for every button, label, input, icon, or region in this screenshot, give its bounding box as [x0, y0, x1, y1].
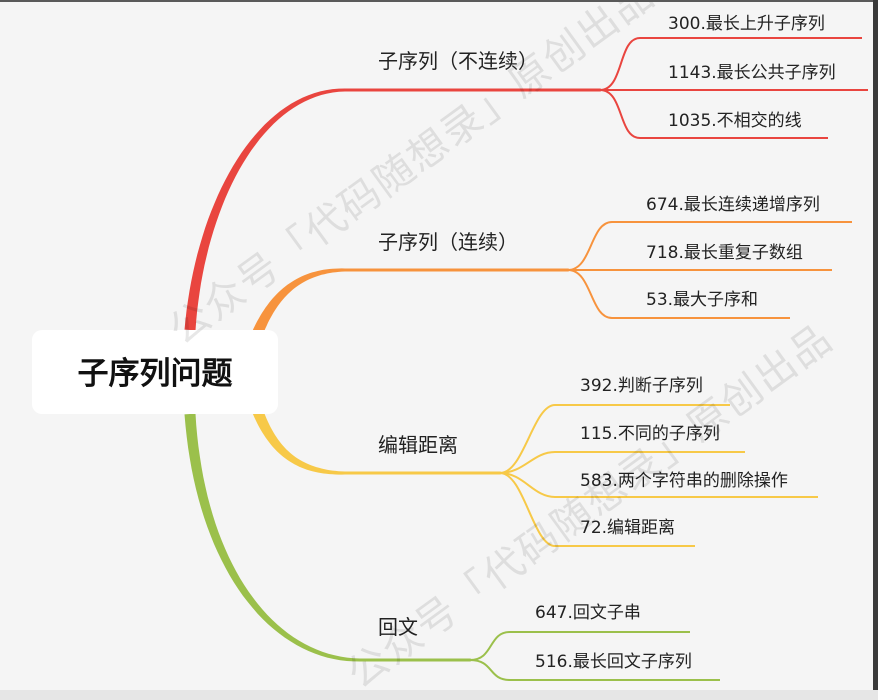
leaf-line-2-0: [499, 404, 730, 474]
leaf-72[interactable]: 72.编辑距离: [580, 518, 675, 538]
leaf-1035[interactable]: 1035.不相交的线: [668, 111, 802, 131]
leaf-674[interactable]: 674.最长连续递增序列: [646, 195, 820, 215]
watermark-lower: 公众号「代码随想录」原创出品: [339, 315, 842, 698]
branch-label-palindrome[interactable]: 回文: [378, 615, 418, 639]
root-label: 子序列问题: [78, 356, 233, 392]
leaf-115[interactable]: 115.不同的子序列: [580, 424, 720, 444]
leaf-line-1-2: [567, 269, 790, 319]
leaf-583[interactable]: 583.两个字符串的删除操作: [580, 471, 788, 491]
leaf-392[interactable]: 392.判断子序列: [580, 376, 703, 396]
window-top-edge: [0, 0, 878, 2]
leaf-516[interactable]: 516.最长回文子序列: [535, 652, 692, 672]
leaf-53[interactable]: 53.最大子序和: [646, 290, 758, 310]
leaf-line-0-0: [599, 37, 862, 91]
branch-label-noncontiguous[interactable]: 子序列（不连续）: [378, 49, 538, 73]
leaf-line-2-3: [499, 472, 695, 547]
main-branch-curve-2: [252, 410, 345, 475]
leaf-line-0-2: [599, 89, 828, 139]
branch-label-contiguous[interactable]: 子序列（连续）: [378, 230, 518, 254]
window-bottom-bar: [0, 690, 878, 700]
leaf-718[interactable]: 718.最长重复子数组: [646, 243, 803, 263]
window-right-edge: [873, 0, 878, 700]
leaf-line-1-0: [567, 221, 852, 271]
main-branch-curve-1: [252, 268, 345, 335]
branch-lines: [184, 37, 868, 681]
leaf-300[interactable]: 300.最长上升子序列: [668, 14, 825, 34]
branch-label-edit-distance[interactable]: 编辑距离: [378, 433, 458, 457]
root-node[interactable]: [32, 330, 278, 414]
main-branch-curve-0: [184, 88, 345, 331]
leaf-line-2-1: [499, 451, 745, 474]
leaf-1143[interactable]: 1143.最长公共子序列: [668, 63, 836, 83]
leaf-line-3-1: [469, 659, 720, 681]
leaf-line-3-0: [469, 631, 690, 661]
leaf-647[interactable]: 647.回文子串: [535, 603, 641, 623]
main-branch-curve-3: [184, 413, 360, 662]
leaf-line-2-2: [499, 472, 818, 498]
